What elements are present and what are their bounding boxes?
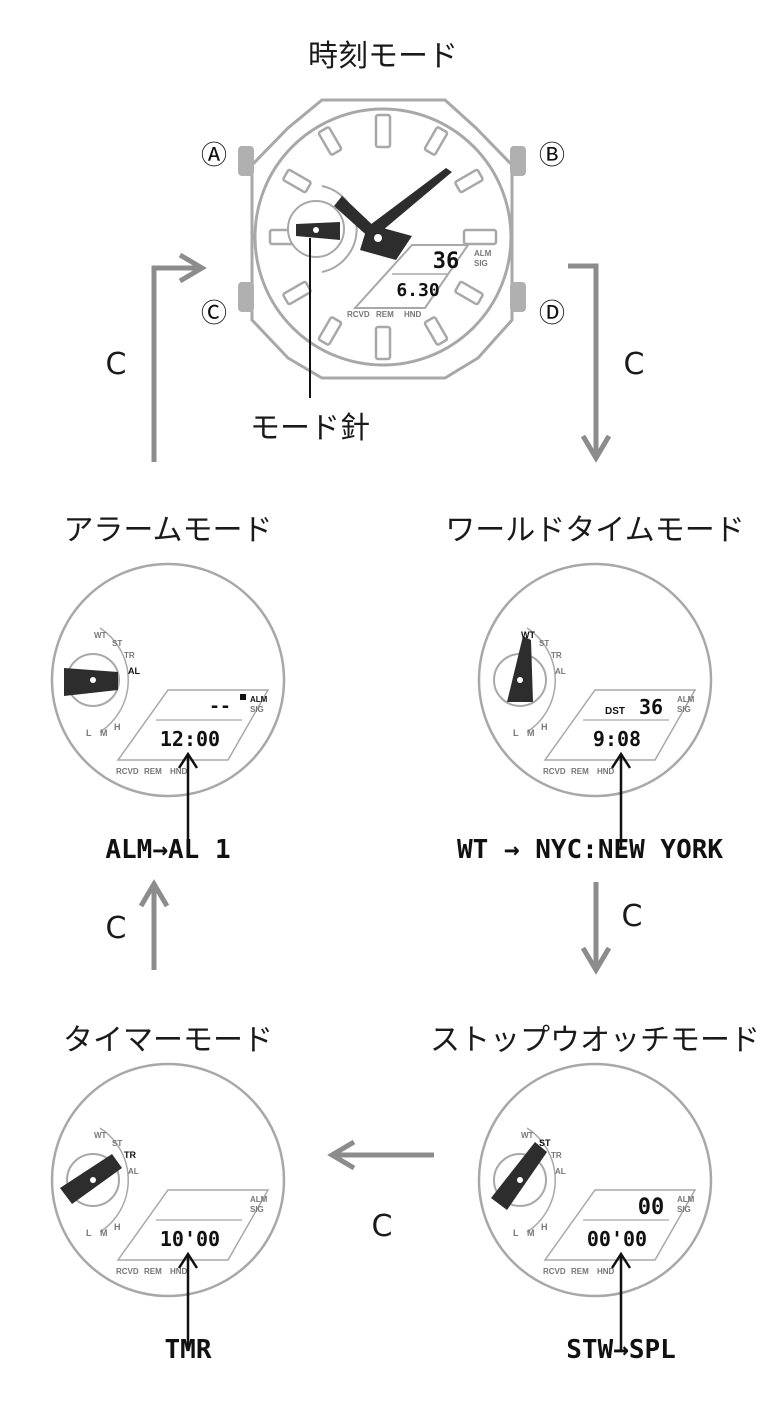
arrow-to-world-time <box>568 263 612 463</box>
alarm-display-top: -- <box>209 696 231 717</box>
wt-rem: REM <box>571 767 589 776</box>
arrow-to-alarm <box>138 879 170 970</box>
stopwatch-mode-title: ストップウオッチモード <box>430 1023 760 1058</box>
sw-rem: REM <box>571 1267 589 1276</box>
world-time-caption: WT → NYC:NEW YORK <box>457 835 723 865</box>
hnd-label: HND <box>404 310 422 319</box>
alarm-sig-label: SIG <box>250 705 264 714</box>
sw-ind-st: ST <box>539 1138 551 1148</box>
timekeeping-mode-title: 時刻モード <box>308 39 458 74</box>
timer-caption: TMR <box>165 1335 212 1365</box>
timer-mode-title: タイマーモード <box>63 1023 273 1058</box>
sw-ind-al: AL <box>555 1167 566 1176</box>
alarm-display-bottom: 12:00 <box>160 727 220 751</box>
alarm-ind-wt: WT <box>94 631 107 640</box>
timer-hnd: HND <box>170 1267 188 1276</box>
button-a-label: Ⓐ <box>201 141 227 171</box>
alarm-hnd: HND <box>170 767 188 776</box>
arrow-to-timekeeping <box>151 252 207 462</box>
sw-ind-tr: TR <box>551 1151 562 1160</box>
sw-level-l: L <box>513 1228 519 1238</box>
timer-rem: REM <box>144 1267 162 1276</box>
timer-ind-st: ST <box>112 1139 122 1148</box>
alarm-alm-label: ALM <box>250 695 268 704</box>
stopwatch-watch: WT ST TR AL L M H 00 00'00 ALM SIG RCVD … <box>477 1062 713 1350</box>
alarm-level-h: H <box>114 722 121 732</box>
sw-alm-label: ALM <box>677 1195 695 1204</box>
stopwatch-caption: STW→SPL <box>566 1335 676 1365</box>
c-label-bottom: C <box>372 1209 393 1244</box>
wt-ind-al: AL <box>555 667 566 676</box>
wt-level-h: H <box>541 722 548 732</box>
alarm-watch: WT ST TR AL L M H -- 12:00 ALM SIG RCVD … <box>50 562 286 850</box>
alarm-level-l: L <box>86 728 92 738</box>
world-time-mode-title: ワールドタイムモード <box>445 513 744 548</box>
sw-rcvd: RCVD <box>543 1267 566 1276</box>
timer-rcvd: RCVD <box>116 1267 139 1276</box>
wt-sig-label: SIG <box>677 705 691 714</box>
button-c-label: Ⓒ <box>201 299 227 329</box>
button-b-label: Ⓑ <box>539 141 565 171</box>
button-d-label: Ⓓ <box>539 299 565 329</box>
timer-ind-wt: WT <box>94 1131 107 1140</box>
wt-ind-st: ST <box>539 639 549 648</box>
alarm-caption: ALM→AL 1 <box>105 835 230 865</box>
timekeeping-watch: 36 6.30 ALM SIG RCVD REM HND <box>238 98 526 398</box>
sig-label: SIG <box>474 259 488 268</box>
timekeeping-display-top: 36 <box>433 249 460 274</box>
wt-level-l: L <box>513 728 519 738</box>
sw-display-bottom: 00'00 <box>587 1227 647 1251</box>
c-label-right-top: C <box>624 347 645 382</box>
alarm-level-m: M <box>100 728 108 738</box>
alarm-ind-st: ST <box>112 639 122 648</box>
wt-display-bottom: 9:08 <box>593 727 641 751</box>
timer-watch: WT ST TR AL L M H 10'00 ALM SIG RCVD REM… <box>50 1062 286 1350</box>
alarm-ind-al: AL <box>128 666 140 676</box>
sw-sig-label: SIG <box>677 1205 691 1214</box>
rem-label: REM <box>376 310 394 319</box>
sw-ind-wt: WT <box>521 1131 534 1140</box>
alarm-rem: REM <box>144 767 162 776</box>
timekeeping-display-bottom: 6.30 <box>396 280 439 301</box>
wt-dst-label: DST <box>605 706 625 717</box>
wt-ind-wt: WT <box>521 630 535 640</box>
pusher-c <box>238 282 254 312</box>
sw-display-top: 00 <box>638 1195 665 1220</box>
wt-ind-tr: TR <box>551 651 562 660</box>
timer-ind-al: AL <box>128 1167 139 1176</box>
alm-label: ALM <box>474 249 492 258</box>
arrow-to-stopwatch <box>580 882 612 975</box>
c-label-left-top: C <box>106 347 127 382</box>
timer-alm-label: ALM <box>250 1195 268 1204</box>
arrow-to-timer <box>327 1139 434 1171</box>
mode-hand-label: モード針 <box>250 411 370 446</box>
pusher-a <box>238 146 254 176</box>
timer-ind-tr: TR <box>124 1150 136 1160</box>
timer-sig-label: SIG <box>250 1205 264 1214</box>
wt-alm-label: ALM <box>677 695 695 704</box>
sw-level-h: H <box>541 1222 548 1232</box>
timer-level-l: L <box>86 1228 92 1238</box>
pusher-b <box>510 146 526 176</box>
sw-level-m: M <box>527 1228 535 1238</box>
alarm-rcvd: RCVD <box>116 767 139 776</box>
wt-rcvd: RCVD <box>543 767 566 776</box>
sw-hnd: HND <box>597 1267 615 1276</box>
timer-level-m: M <box>100 1228 108 1238</box>
wt-display-top: 36 <box>639 695 663 719</box>
c-label-right-mid: C <box>622 899 643 934</box>
alarm-ind-tr: TR <box>124 651 135 660</box>
wt-level-m: M <box>527 728 535 738</box>
c-label-left-mid: C <box>106 911 127 946</box>
pusher-d <box>510 282 526 312</box>
world-time-watch: WT ST TR AL L M H DST 36 9:08 ALM SIG RC… <box>477 562 713 850</box>
timer-display-bottom: 10'00 <box>160 1227 220 1251</box>
alarm-mode-title: アラームモード <box>63 513 272 548</box>
rcvd-label: RCVD <box>347 310 370 319</box>
timer-level-h: H <box>114 1222 121 1232</box>
wt-hnd: HND <box>597 767 615 776</box>
